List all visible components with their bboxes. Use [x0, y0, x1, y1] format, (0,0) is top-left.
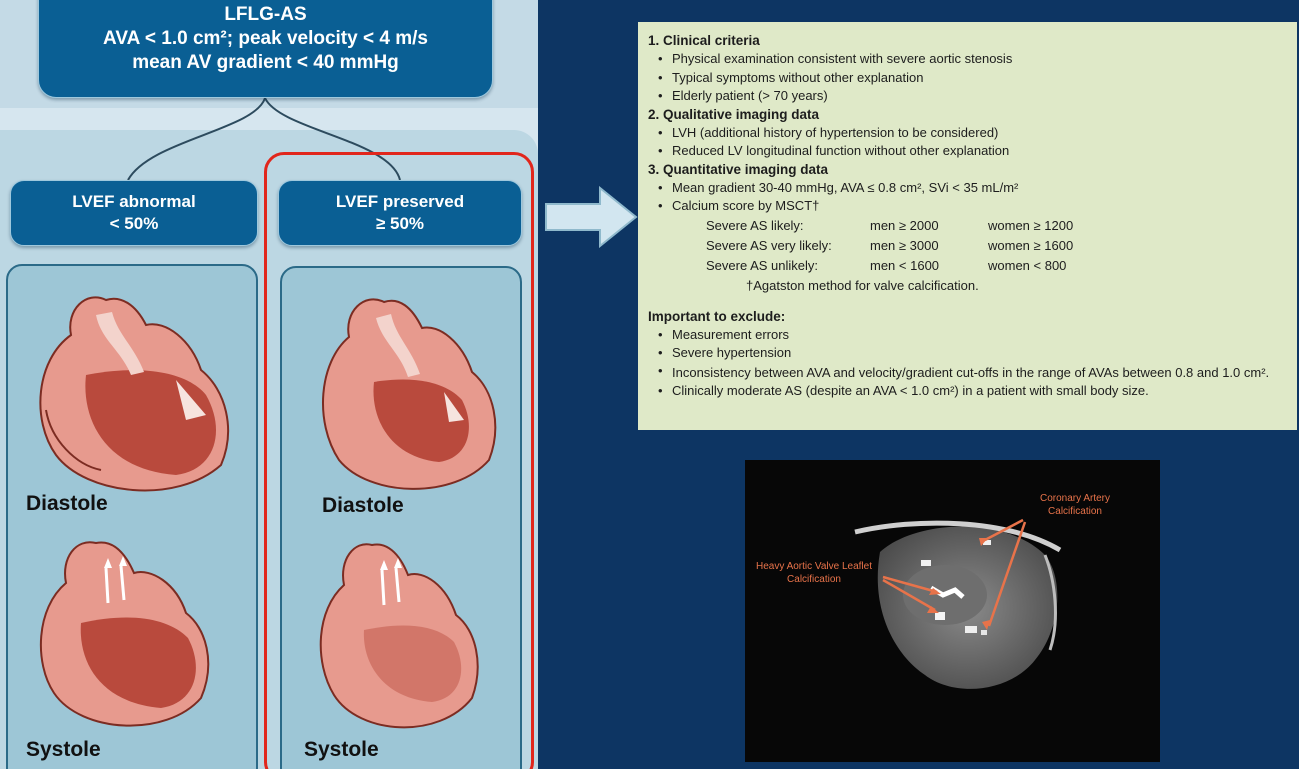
lvef-abnormal-node: LVEF abnormal < 50% [10, 180, 258, 246]
lvef-abnormal-column: Diastole Systole [6, 264, 258, 769]
quantitative-criterion-2: Calcium score by MSCT† [648, 197, 1287, 216]
diastole-label-preserved: Diastole [322, 494, 404, 517]
calcium-row-women: women ≥ 1200 [988, 217, 1074, 233]
calcium-row-men: men ≥ 2000 [870, 217, 939, 233]
lvef-preserved-column: Diastole Systole [280, 266, 522, 769]
calcium-row-label: Severe AS unlikely: [706, 257, 819, 273]
ct-scan-image: Coronary Artery Calcification Heavy Aort… [745, 460, 1160, 762]
calcium-row-label: Severe AS very likely: [706, 237, 832, 253]
qualitative-imaging-heading: 2. Qualitative imaging data [648, 106, 820, 122]
lflg-as-criteria-line2: mean AV gradient < 40 mmHg [132, 52, 399, 73]
diastole-label-abnormal: Diastole [26, 492, 108, 515]
calcium-row-men: men ≥ 3000 [870, 237, 939, 253]
heart-systole-icon [319, 543, 479, 729]
lvef-abnormal-threshold: < 50% [109, 214, 159, 233]
ct-scan-illustration [854, 518, 1062, 689]
calcium-row-unlikely: Severe AS unlikely: men < 1600 women < 8… [648, 256, 1287, 276]
dilated-heart-systole-icon [39, 541, 210, 727]
clinical-criterion-3: Elderly patient (> 70 years) [648, 87, 1287, 106]
calcium-row-very-likely: Severe AS very likely: men ≥ 3000 women … [648, 236, 1287, 256]
clinical-criteria-heading: 1. Clinical criteria [648, 33, 760, 48]
exclude-item-1: Measurement errors [648, 326, 1287, 345]
lvef-preserved-title: LVEF preserved [335, 192, 465, 211]
exclude-item-2: Severe hypertension [648, 344, 1287, 363]
calcium-row-women: women ≥ 1600 [988, 237, 1074, 253]
lvef-preserved-threshold: ≥ 50% [375, 214, 425, 233]
coronary-calcification-label: Coronary Artery Calcification [1039, 493, 1111, 517]
quantitative-imaging-heading: 3. Quantitative imaging data [648, 161, 829, 177]
right-arrow-icon [545, 186, 638, 248]
calcium-row-women: women < 800 [988, 257, 1067, 273]
exclude-item-4: Clinically moderate AS (despite an AVA <… [648, 382, 1287, 401]
tree-connectors [127, 97, 401, 181]
agatston-footnote: †Agatston method for valve calcification… [746, 277, 979, 293]
calcium-row-men: men < 1600 [870, 257, 940, 273]
exclude-heading: Important to exclude: [648, 308, 786, 324]
qualitative-criterion-1: LVH (additional history of hypertension … [648, 124, 1287, 143]
dilated-heart-diastole-icon [39, 296, 229, 492]
clinical-criterion-1: Physical examination consistent with sev… [648, 50, 1287, 69]
heart-diastole-icon [322, 298, 497, 490]
systole-label-preserved: Systole [304, 738, 379, 761]
quantitative-criterion-1: Mean gradient 30-40 mmHg, AVA ≤ 0.8 cm²,… [648, 179, 1287, 198]
calcium-row-label: Severe AS likely: [706, 217, 804, 233]
lvef-abnormal-title: LVEF abnormal [72, 192, 196, 211]
highlight-frame [264, 152, 534, 769]
exclude-item-3: Inconsistency between AVA and velocity/g… [648, 363, 1287, 382]
calcium-row-likely: Severe AS likely: men ≥ 2000 women ≥ 120… [648, 216, 1287, 236]
criteria-panel: 1. Clinical criteria Physical examinatio… [638, 22, 1297, 430]
lflg-as-node: LFLG-AS AVA < 1.0 cm²; peak velocity < 4… [38, 0, 493, 98]
lflg-as-criteria-line1: AVA < 1.0 cm²; peak velocity < 4 m/s [103, 28, 428, 49]
clinical-criterion-2: Typical symptoms without other explanati… [648, 69, 1287, 88]
qualitative-criterion-2: Reduced LV longitudinal function without… [648, 142, 1287, 161]
systole-label-abnormal: Systole [26, 738, 101, 761]
lvef-preserved-node: LVEF preserved ≥ 50% [278, 180, 522, 246]
lflg-as-title: LFLG-AS [224, 4, 307, 25]
flowchart-panel: LFLG-AS AVA < 1.0 cm²; peak velocity < 4… [0, 0, 538, 769]
valve-calcification-label: Heavy Aortic Valve Leaflet Calcification [756, 561, 872, 585]
